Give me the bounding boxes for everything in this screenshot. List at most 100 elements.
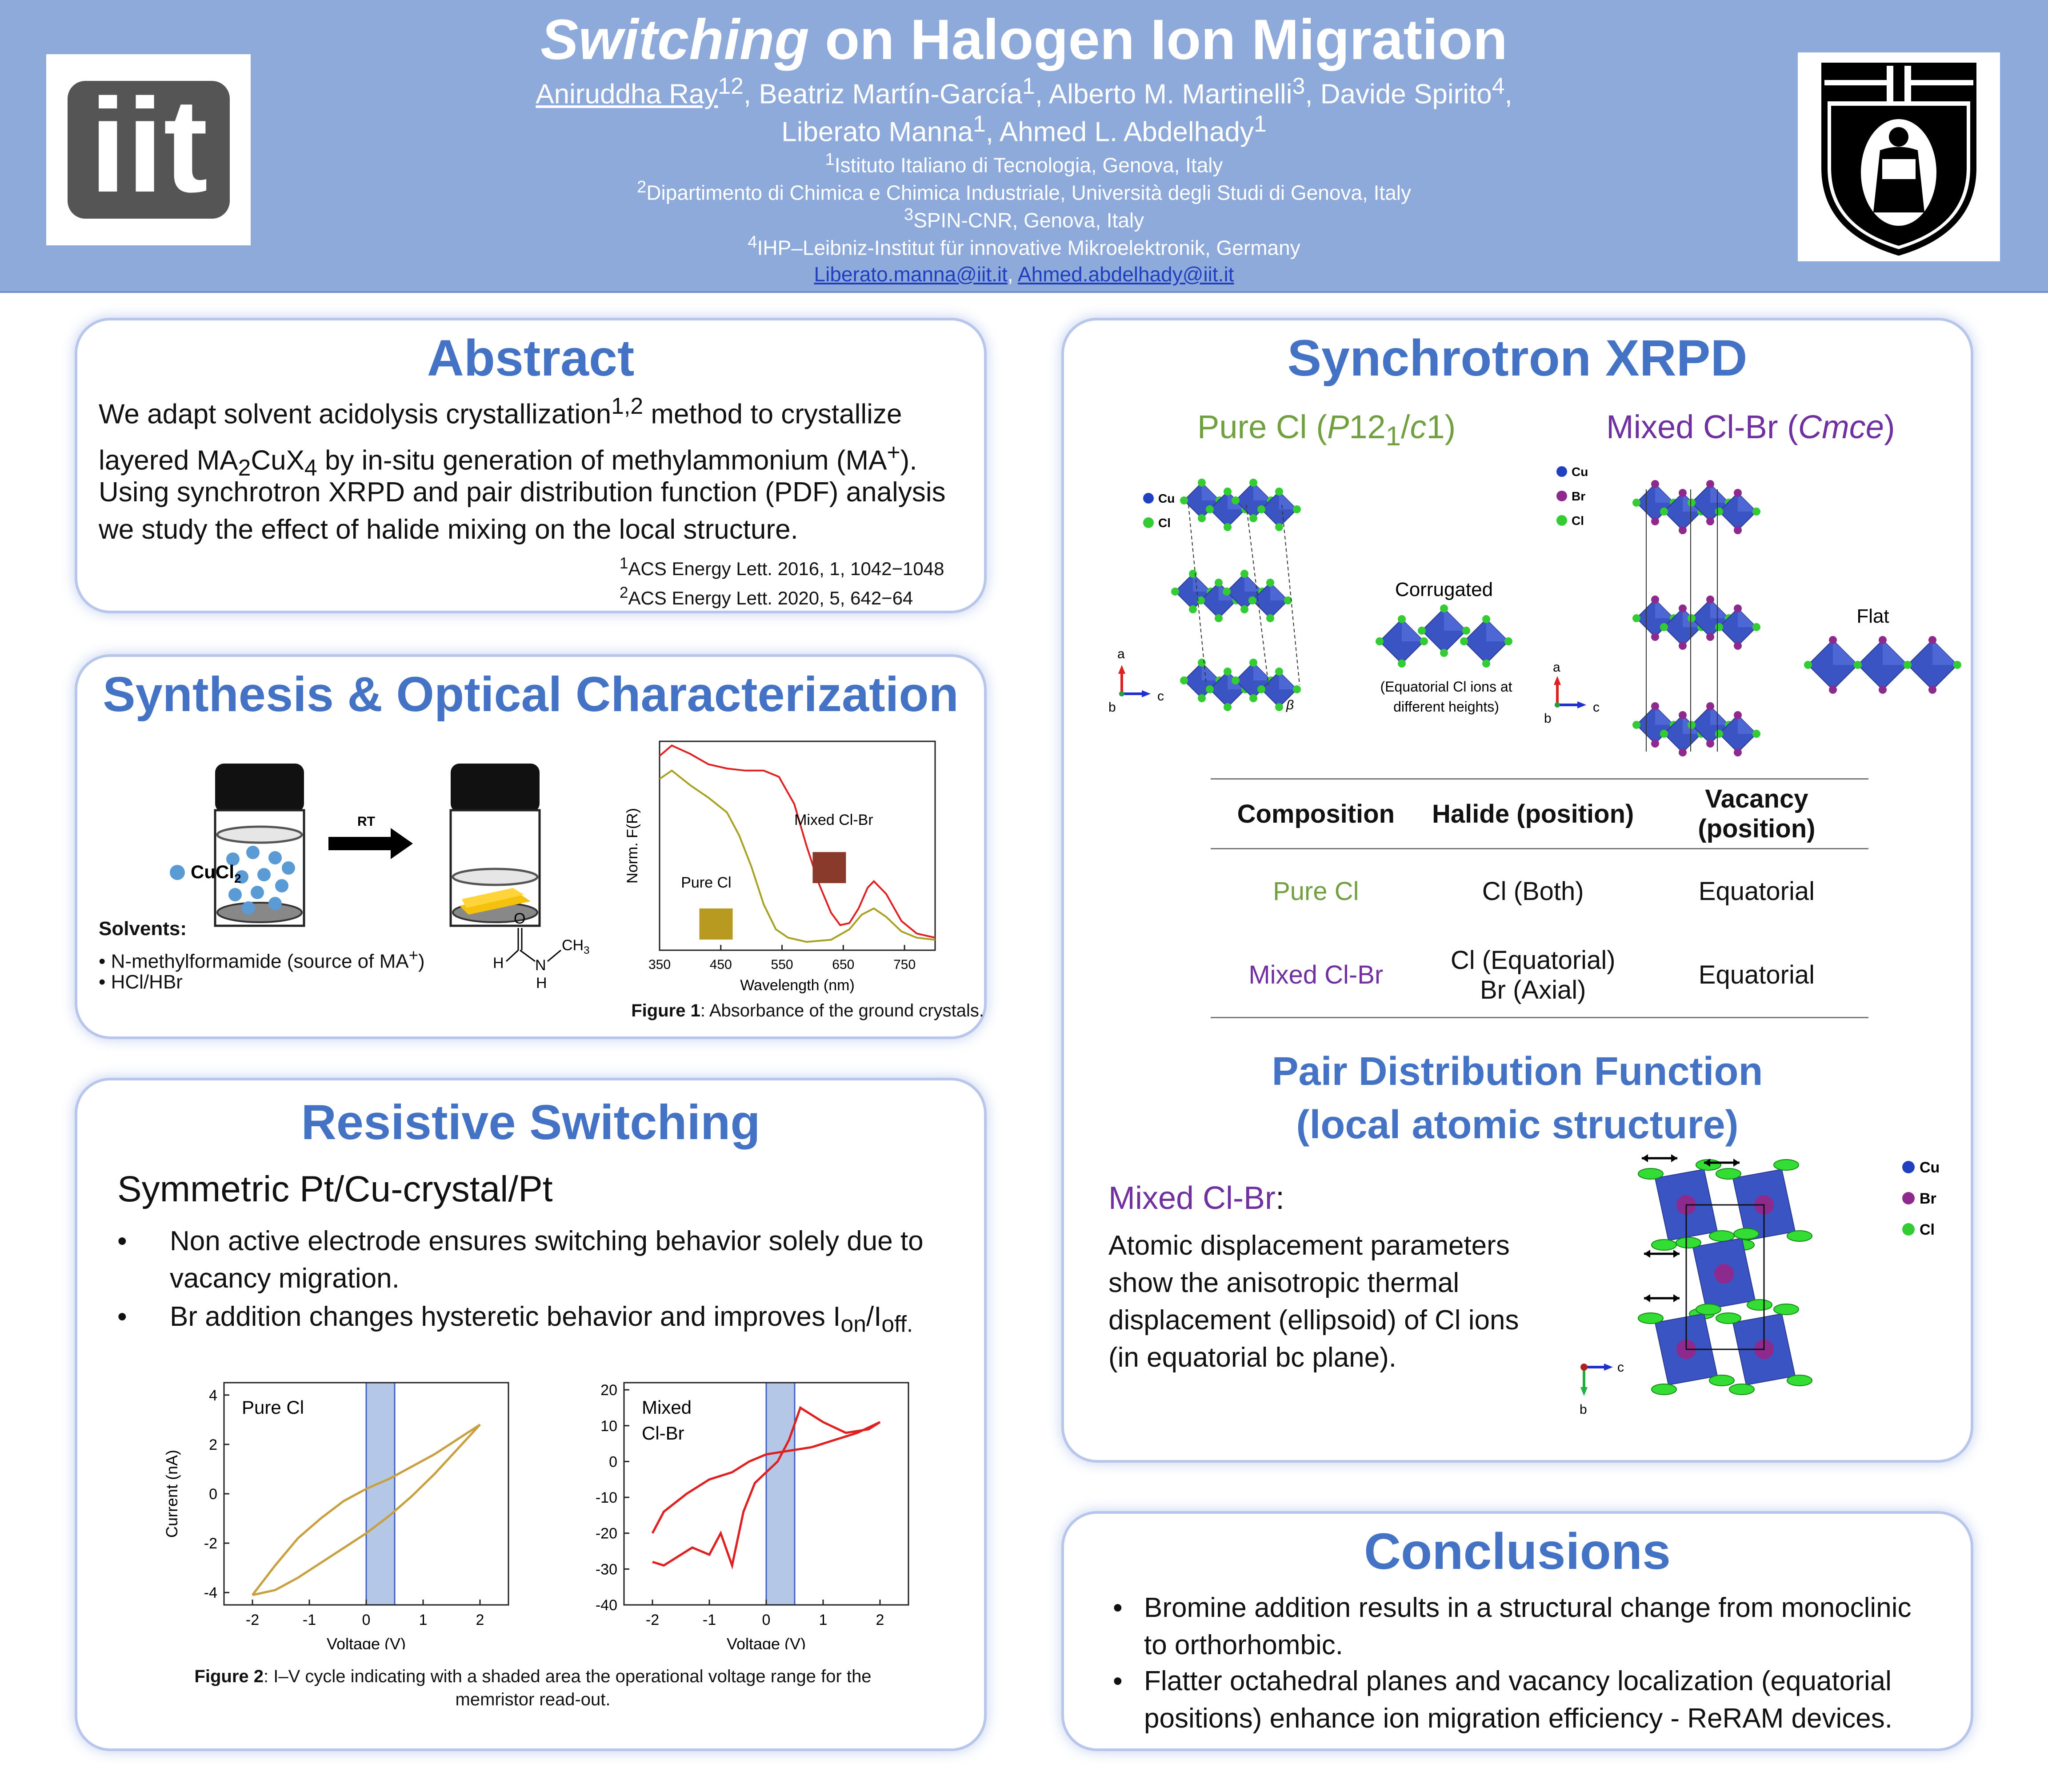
solvents-label: Solvents: — [99, 918, 187, 940]
axial-ion — [1879, 636, 1887, 644]
cl-ellipsoid — [1709, 1375, 1735, 1386]
y-tick-label: 4 — [209, 1387, 217, 1404]
operational-range-shade — [365, 1382, 396, 1606]
axial-ion — [1706, 517, 1714, 525]
cl-ellipsoid — [1787, 1230, 1812, 1242]
nmf-molecule: O H N CH3 H — [493, 910, 589, 992]
cl-legend-label: Cl — [1158, 516, 1171, 530]
octahedron-face — [1655, 484, 1674, 503]
octahedron-face — [1279, 492, 1297, 509]
pdf-title: Pair Distribution Function(local atomic … — [1272, 1049, 1763, 1147]
y-tick-label: 0 — [609, 1453, 617, 1470]
equatorial-ion — [1688, 614, 1696, 622]
axial-ion — [1734, 604, 1742, 612]
cl-ellipsoid — [1733, 1228, 1759, 1240]
table-cell: Equatorial — [1698, 876, 1815, 906]
iv-curve — [651, 1406, 881, 1570]
axial-ion — [1706, 480, 1714, 488]
conclusions-panel: Conclusions • Bromine addition results i… — [1061, 1511, 1973, 1751]
header-banner: iit Switching on Halogen Ion Migration A… — [0, 0, 2048, 293]
pdf-mixed-label: Mixed Cl-Br: — [1108, 1180, 1285, 1216]
conclusion-bullet-2: • Flatter octahedral planes and vacancy … — [1113, 1666, 1892, 1734]
y-tick-label: 10 — [600, 1418, 617, 1435]
arrowhead — [1671, 1154, 1677, 1162]
corrugated-label: Corrugated — [1395, 579, 1493, 600]
equatorial-ion — [1660, 623, 1668, 631]
octahedron-face — [1253, 663, 1271, 680]
x-axis-label: Wavelength (nm) — [740, 977, 855, 994]
x-tick-label: -2 — [246, 1612, 259, 1628]
svg-text:a: a — [1553, 660, 1560, 675]
poster-title: Switching on Halogen Ion Migration — [540, 8, 1508, 72]
axial-ion — [1240, 605, 1248, 613]
octahedron-face — [1655, 600, 1674, 618]
axial-ion — [1706, 702, 1714, 710]
x-tick-label: 1 — [419, 1612, 428, 1628]
axial-ion — [1440, 649, 1448, 657]
pdf-ellipsoid-structure: Cu Br Cl c b — [1580, 1154, 1940, 1417]
axial-ion — [1224, 488, 1232, 496]
cl-ellipsoid — [1716, 1168, 1741, 1180]
axial-ion — [1679, 711, 1687, 719]
table-header-halide: Halide (position) — [1421, 778, 1645, 849]
rt-label: RT — [357, 814, 375, 829]
cl-ellipsoid — [1638, 1312, 1664, 1324]
y-axis-label: Norm. F(R) — [624, 808, 641, 884]
equatorial-ion — [1804, 661, 1812, 669]
axial-ion — [1651, 480, 1659, 488]
arrowhead — [1644, 1250, 1650, 1258]
svg-text:b: b — [1544, 711, 1552, 726]
axial-ion — [1651, 702, 1659, 710]
mixed-cl-br-structure: Cu Br Cl a b c Flat — [1544, 465, 1961, 756]
cu-legend-icon — [1143, 493, 1154, 504]
axial-ion — [1482, 660, 1490, 668]
equatorial-ion — [1632, 614, 1640, 622]
axis-triad-icon: a b c — [1108, 647, 1164, 715]
cu-legend-icon — [1902, 1161, 1915, 1173]
equatorial-ion — [1206, 505, 1214, 513]
axial-ion — [1829, 686, 1837, 694]
axial-ion — [1215, 579, 1223, 587]
cl-ellipsoid — [1651, 1239, 1677, 1251]
equatorial-ion — [1632, 499, 1640, 507]
equatorial-ion — [1171, 588, 1179, 596]
affiliation-1: 1Istituto Italiano di Tecnologia, Genova… — [825, 150, 1223, 177]
octahedron-face — [1270, 583, 1288, 600]
axial-ion — [1198, 514, 1206, 522]
axial-ion — [1734, 711, 1742, 719]
x-tick-label: 350 — [648, 957, 671, 972]
arrowhead — [1642, 1154, 1648, 1162]
abstract-title: Abstract — [427, 330, 635, 387]
axial-ion — [1189, 570, 1197, 578]
cl-ellipsoid — [1747, 1299, 1772, 1311]
axial-ion — [1224, 703, 1232, 711]
equatorial-ion — [1660, 508, 1668, 516]
octahedron-face — [1883, 640, 1908, 665]
synthesis-panel: Synthesis & Optical Characterization RT — [75, 654, 987, 1039]
composition-table: Composition Halide (position) Vacancy(po… — [1211, 778, 1868, 1018]
octahedron-face — [1253, 483, 1271, 500]
equatorial-ion — [1232, 496, 1240, 504]
xrpd-panel: Synchrotron XRPD Pure Cl (P121/c1) Mixed… — [1061, 318, 1973, 1463]
cl-ellipsoid — [1651, 1384, 1677, 1395]
equatorial-ion — [1257, 505, 1265, 513]
x-tick-label: 0 — [362, 1612, 371, 1628]
conclusions-title: Conclusions — [1364, 1523, 1671, 1580]
email-link-manna[interactable]: Liberato.manna@iit.it — [814, 263, 1008, 286]
axial-ion — [1440, 604, 1448, 612]
axial-ion — [1266, 614, 1274, 622]
arrowhead — [1733, 1159, 1740, 1167]
octahedron-face — [1402, 619, 1424, 641]
x-tick-label: 2 — [876, 1612, 884, 1628]
cl-ellipsoid — [1787, 1375, 1812, 1386]
table-cell: Mixed Cl-Br — [1211, 933, 1421, 1018]
solvent-nmf: • N-methylformamide (source of MA+) — [99, 946, 425, 972]
email-link-abdelhady[interactable]: Ahmed.abdelhady@iit.it — [1017, 263, 1234, 286]
octahedron-face — [1710, 706, 1729, 725]
axial-ion — [1224, 668, 1232, 676]
axial-ion — [1879, 686, 1887, 694]
axial-ion — [1275, 703, 1283, 711]
axial-ion — [1706, 740, 1714, 748]
